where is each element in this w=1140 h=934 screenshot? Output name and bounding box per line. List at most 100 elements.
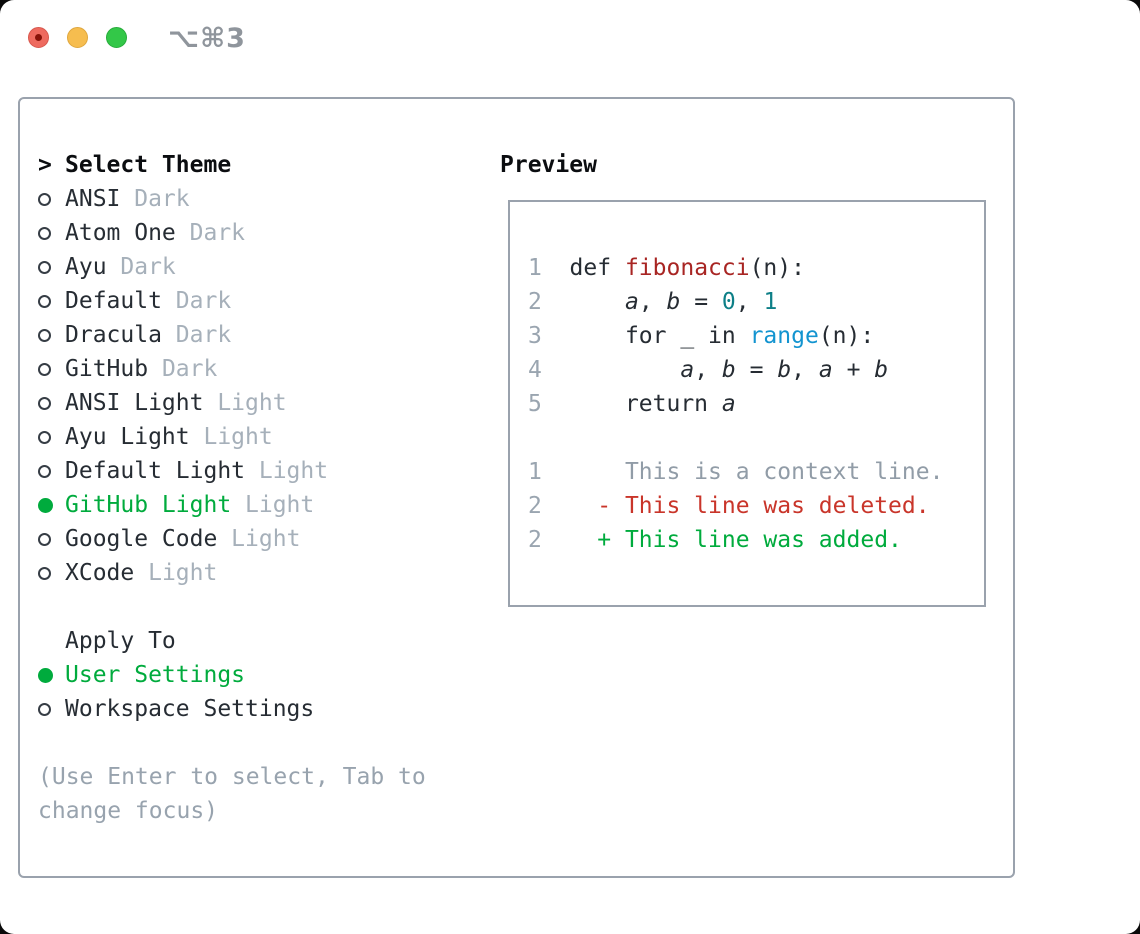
theme-option[interactable]: ANSI Light Light: [38, 386, 426, 420]
theme-variant: Light: [217, 526, 301, 552]
code-segment: ,: [791, 357, 819, 383]
code-segment: (n):: [818, 323, 875, 349]
code-segment: + This line was added.: [541, 527, 902, 553]
theme-name: XCode: [65, 560, 135, 586]
zoom-button[interactable]: [106, 27, 127, 48]
theme-name: Ayu: [65, 254, 107, 280]
theme-name: Ayu Light: [65, 424, 190, 450]
radio-unselected-icon: [38, 328, 51, 342]
apply-to-label: Apply To: [65, 628, 176, 654]
theme-name: Default: [65, 288, 162, 314]
radio-selected-icon: [38, 497, 53, 513]
code-segment: a: [680, 357, 695, 383]
minimize-button[interactable]: [67, 27, 88, 48]
line-number: 4: [528, 357, 542, 383]
radio-unselected-icon: [38, 532, 51, 546]
preview-line: 3 for _ in range(n):: [528, 319, 984, 353]
theme-variant: Dark: [106, 254, 176, 280]
code-segment: b: [721, 357, 736, 383]
code-segment: [542, 357, 680, 383]
radio-unselected-icon: [38, 702, 51, 716]
radio-icon: [38, 192, 65, 206]
line-number: 2: [528, 493, 542, 519]
radio-icon: [38, 566, 65, 580]
radio-unselected-icon: [38, 396, 51, 410]
code-segment: =: [680, 289, 722, 315]
line-number: 3: [528, 323, 542, 349]
help-line: (Use Enter to select, Tab to: [38, 764, 426, 790]
code-segment: a: [721, 391, 736, 417]
preview-line: 4 a, b = b, a + b: [528, 353, 984, 387]
code-segment: 1: [763, 289, 778, 315]
radio-icon: [38, 328, 65, 342]
radio-icon: [38, 702, 65, 716]
theme-variant: Dark: [161, 288, 232, 314]
theme-option[interactable]: ANSI Dark: [38, 182, 426, 216]
theme-option[interactable]: Dracula Dark: [38, 318, 426, 352]
theme-name: Google Code: [65, 526, 218, 552]
theme-option[interactable]: GitHub Light Light: [38, 488, 426, 522]
help-line: change focus): [38, 798, 219, 824]
line-number: 5: [528, 391, 542, 417]
theme-name: Default Light: [65, 458, 246, 484]
theme-variant: Dark: [148, 356, 218, 382]
radio-unselected-icon: [38, 566, 51, 580]
radio-unselected-icon: [38, 294, 51, 308]
spacer: [38, 726, 426, 760]
code-segment: return: [541, 391, 722, 417]
code-segment: a: [818, 357, 833, 383]
code-segment: a: [624, 289, 639, 315]
code-segment: [542, 289, 625, 315]
radio-icon: [38, 362, 65, 376]
preview-title: Preview: [500, 152, 597, 178]
theme-variant: Dark: [175, 220, 246, 246]
theme-option[interactable]: Google Code Light: [38, 522, 426, 556]
radio-icon: [38, 667, 65, 683]
theme-option[interactable]: Ayu Dark: [38, 250, 426, 284]
code-segment: def: [541, 255, 625, 281]
radio-icon: [38, 260, 65, 274]
theme-option[interactable]: Ayu Light Light: [38, 420, 426, 454]
radio-icon: [38, 532, 65, 546]
code-segment: b: [777, 357, 792, 383]
preview-line: 1 def fibonacci(n):: [528, 251, 984, 285]
theme-name: GitHub Light: [65, 492, 232, 518]
theme-name: ANSI Light: [65, 390, 204, 416]
preview-line: 2 - This line was deleted.: [528, 489, 984, 523]
select-theme-header: > Select Theme: [38, 148, 426, 182]
code-segment: for _ in: [541, 323, 750, 349]
code-segment: fibonacci: [624, 255, 750, 281]
theme-name: Atom One: [65, 220, 176, 246]
theme-option[interactable]: GitHub Dark: [38, 352, 426, 386]
preview-line: 2 a, b = 0, 1: [528, 285, 984, 319]
theme-option[interactable]: XCode Light: [38, 556, 426, 590]
line-number: 1: [528, 255, 542, 281]
select-theme-label: Select Theme: [65, 152, 232, 178]
radio-unselected-icon: [38, 192, 51, 206]
theme-variant: Light: [231, 492, 315, 518]
line-number: 2: [528, 289, 542, 315]
radio-unselected-icon: [38, 260, 51, 274]
theme-option[interactable]: Default Light Light: [38, 454, 426, 488]
theme-variant: Dark: [161, 322, 232, 348]
apply-option[interactable]: Workspace Settings: [38, 692, 426, 726]
theme-option[interactable]: Default Dark: [38, 284, 426, 318]
preview-line: 1 This is a context line.: [528, 455, 984, 489]
radio-selected-icon: [38, 667, 53, 683]
theme-variant: Light: [134, 560, 218, 586]
code-segment: b: [874, 357, 889, 383]
apply-option[interactable]: User Settings: [38, 658, 426, 692]
close-button[interactable]: [28, 27, 49, 48]
theme-variant: Light: [245, 458, 329, 484]
theme-option[interactable]: Atom One Dark: [38, 216, 426, 250]
radio-unselected-icon: [38, 362, 51, 376]
help-text: (Use Enter to select, Tab to change focus…: [38, 760, 426, 828]
theme-name: GitHub: [65, 356, 149, 382]
code-segment: (n):: [749, 255, 805, 281]
radio-icon: [38, 464, 65, 478]
radio-unselected-icon: [38, 464, 51, 478]
theme-variant: Light: [203, 390, 287, 416]
